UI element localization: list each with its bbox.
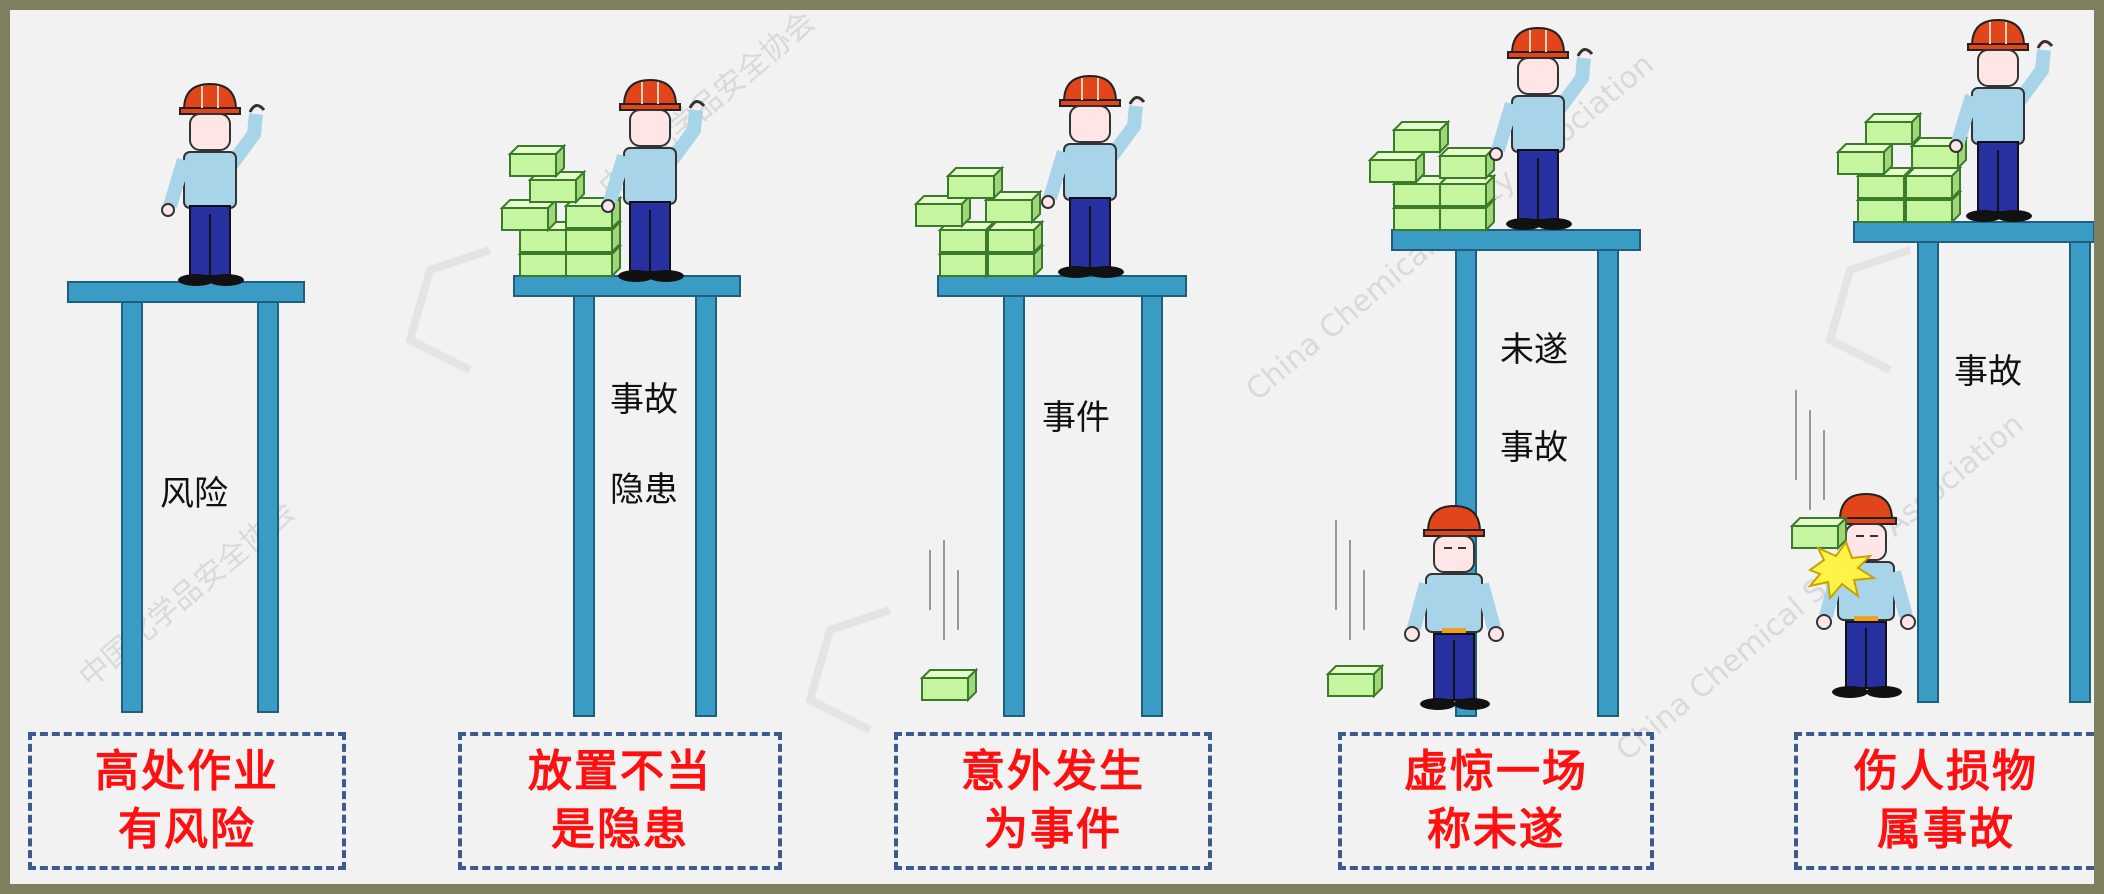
scaffold-hazard [501,80,741,717]
caption-line: 伤人损物 [1854,746,2038,797]
scaffold-accident [1791,20,2094,702]
caption-line: 属事故 [1877,804,2015,855]
csa-logo-watermark [405,246,1912,734]
caption-risk: 高处作业 有风险 [28,732,346,870]
brick-pile [915,167,1043,277]
caption-line: 高处作业 [95,746,279,797]
label-near-miss-line2: 事故 [1500,428,1568,468]
worker-on-ground [1405,506,1503,710]
caption-line: 是隐患 [551,804,689,855]
worker-on-platform [162,84,264,286]
worker-on-platform [1950,20,2052,222]
caption-hazard: 放置不当 是隐患 [458,732,782,870]
label-hazard-line2: 隐患 [610,470,678,510]
scene-illustration [67,10,2094,734]
caption-line: 意外发生 [961,746,1145,797]
label-near-miss-line1: 未遂 [1500,330,1568,370]
impact-burst [1807,539,1878,601]
caption-event: 意外发生 为事件 [894,732,1212,870]
caption-line: 为事件 [984,804,1122,855]
worker-on-platform [1490,28,1592,230]
caption-near-miss: 虚惊一场 称未遂 [1338,732,1654,870]
caption-line: 虚惊一场 [1404,746,1588,797]
falling-brick [921,540,977,701]
scaffold-event [915,76,1187,717]
brick-pile [501,145,621,277]
brick-pile [1369,121,1495,231]
caption-accident: 伤人损物 属事故 [1794,732,2094,870]
label-event: 事件 [1042,398,1110,438]
caption-line: 称未遂 [1427,804,1565,855]
scaffold-near-miss [1327,28,1641,717]
brick-pile [1837,113,1967,223]
falling-brick [1327,520,1383,697]
label-accident: 事故 [1954,352,2022,392]
caption-line: 有风险 [118,804,256,855]
worker-on-platform [1042,76,1144,278]
caption-line: 放置不当 [528,746,712,797]
falling-brick [1791,390,1915,698]
label-hazard-line1: 事故 [610,380,678,420]
label-risk: 风险 [160,474,228,514]
scaffold-risk [67,84,305,713]
